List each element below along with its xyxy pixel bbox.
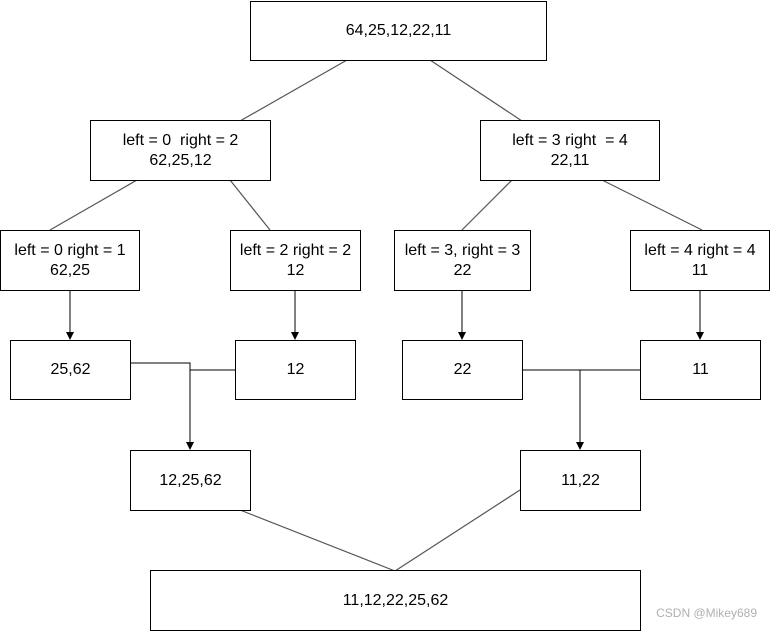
edge-merged-left-final	[239, 509, 396, 572]
node-rl-line-2: 22	[453, 261, 472, 279]
edge-merged-right-final	[394, 489, 521, 572]
node-final-line-1: 11,12,22,25,62	[342, 591, 449, 609]
edge-left-ll	[49, 179, 138, 231]
edge-left-lr	[229, 179, 271, 231]
node-right-half-line-1: left = 3 right = 4	[512, 131, 628, 149]
node-ll-line-1: left = 0 right = 1	[14, 241, 126, 259]
edge-right-rr	[601, 179, 703, 231]
node-merged-left: 12,25,62	[130, 450, 251, 511]
node-rr: left = 4 right = 4 11	[630, 230, 770, 291]
node-sorted-lr-line-1: 12	[286, 361, 305, 378]
node-merged-left-line-1: 12,25,62	[159, 471, 222, 489]
edge-right-rl	[461, 179, 513, 231]
node-left-half: left = 0 right = 2 62,25,12	[90, 120, 271, 181]
node-lr-line-2: 12	[286, 261, 305, 279]
node-rr-line-1: left = 4 right = 4	[644, 241, 756, 259]
node-lr-line-1: left = 2 right = 2	[239, 241, 352, 259]
node-right-half: left = 3 right = 4 22,11	[480, 120, 660, 181]
node-sorted-rr: 11	[640, 340, 761, 400]
node-left-half-line-1: left = 0 right = 2	[122, 131, 239, 149]
node-root-line-1: 64,25,12,22,11	[345, 22, 452, 39]
node-final: 11,12,22,25,62	[150, 570, 641, 631]
node-sorted-rr-line-1: 11	[692, 361, 709, 378]
edge-root-right	[429, 59, 523, 122]
node-root: 64,25,12,22,11	[250, 1, 547, 61]
node-ll: left = 0 right = 1 62,25	[0, 230, 140, 291]
node-sorted-lr: 12	[235, 340, 356, 400]
node-merged-right-line-1: 11,22	[561, 471, 600, 489]
node-right-half-line-2: 22,11	[550, 151, 590, 169]
node-sorted-ll: 25,62	[10, 340, 131, 400]
node-rl-line-1: left = 3, right = 3	[404, 241, 521, 259]
node-sorted-rl-line-1: 22	[453, 361, 472, 378]
node-left-half-line-2: 62,25,12	[149, 151, 212, 169]
connector-sorted-ll-merge	[131, 362, 194, 450]
watermark-text: CSDN @Mikey689	[656, 606, 757, 620]
node-merged-right: 11,22	[520, 450, 641, 511]
node-rr-line-2: 11	[691, 261, 709, 279]
node-rl: left = 3, right = 3 22	[394, 230, 531, 291]
node-sorted-ll-line-1: 25,62	[50, 361, 91, 378]
node-lr: left = 2 right = 2 12	[230, 230, 361, 291]
node-sorted-rl: 22	[402, 340, 523, 400]
node-ll-line-2: 62,25	[49, 261, 91, 279]
edge-root-left	[239, 59, 348, 122]
